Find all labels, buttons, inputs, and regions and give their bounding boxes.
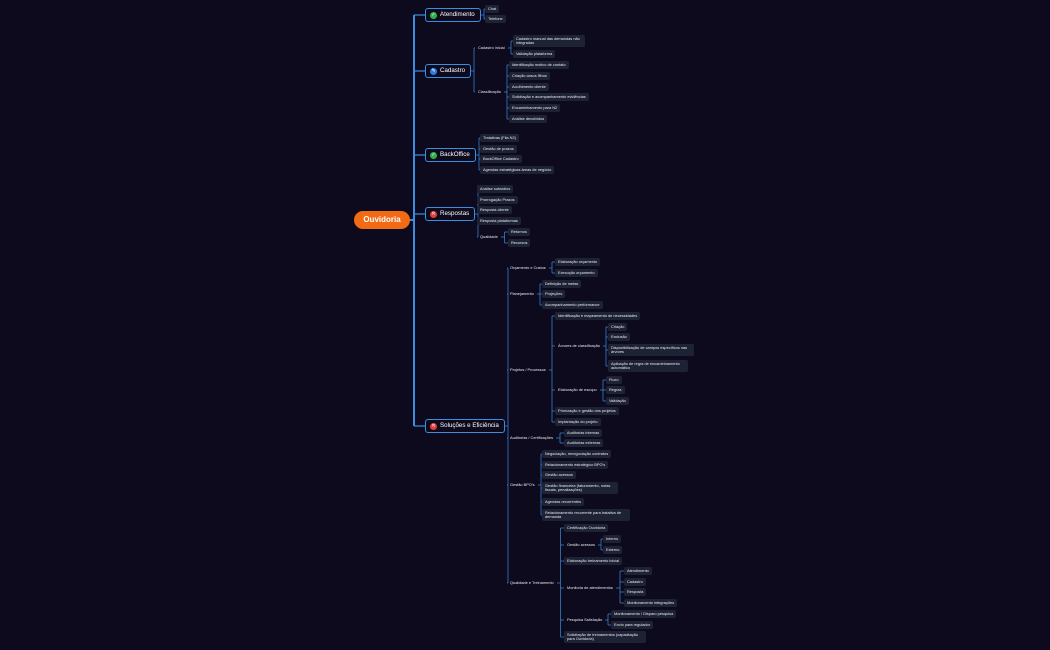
node-monitoria-atendimento[interactable]: Atendimento (624, 567, 652, 575)
node-classificacao[interactable]: Classificação (478, 88, 501, 94)
node-analise-subsidios[interactable]: Análise subsídios (477, 185, 514, 193)
node-prorrogacao-prazos[interactable]: Prorrogação Prazos (477, 196, 518, 204)
node-pesquisa-satisfacao[interactable]: Pesquisa Satisfação (567, 616, 603, 622)
node-monitoria-cadastro[interactable]: Cadastro (624, 578, 646, 586)
branch-label: BackOffice (440, 151, 470, 158)
node-execucao-orcamento[interactable]: Execução orçamento (555, 269, 598, 277)
branch-label: Respostas (440, 210, 470, 217)
check-icon: ✓ (430, 151, 437, 159)
node-relacionamento-estrategico[interactable]: Relacionamento estratégico BPO's (542, 461, 609, 469)
node-encaminhamento-n2[interactable]: Encaminhamento para N2 (509, 104, 561, 112)
branch-label: Cadastro (440, 67, 466, 74)
node-acolhimento[interactable]: Acolhimento cliente (509, 83, 549, 91)
node-resposta-cliente[interactable]: Resposta cliente (477, 206, 512, 214)
node-criacao-casos[interactable]: Criação casos filhos (509, 72, 550, 80)
node-definicao-metas[interactable]: Definição de metas (542, 280, 582, 288)
node-gestao-financeira[interactable]: Gestão financeira (faturamento, notas fi… (542, 482, 618, 495)
cancel-icon: ✕ (430, 210, 437, 218)
node-resposta-plataformas[interactable]: Resposta plataformas (477, 217, 521, 225)
node-retornos[interactable]: Retornos (508, 228, 530, 236)
node-agendas-estrategicas[interactable]: Agendas estratégicas áreas de negócio (480, 166, 555, 174)
node-externo[interactable]: Externo (603, 546, 623, 554)
node-elaboracao-escopo[interactable]: Elaboração de escopo (558, 386, 597, 392)
node-identificacao-motivo[interactable]: Identificação motivo de contato (509, 61, 569, 69)
node-gestao-bpos[interactable]: Gestão BPO's (510, 481, 535, 487)
node-solicitacao-evidencias[interactable]: Solicitação e acompanhamento evidências (509, 93, 589, 101)
branch-respostas[interactable]: ✕Respostas (425, 207, 476, 221)
node-chat[interactable]: Chat (485, 5, 500, 13)
cancel-icon: ✕ (430, 422, 437, 430)
node-elaboracao-treinamento[interactable]: Elaboração treinamento inicial (564, 557, 623, 565)
node-auditorias-certificacoes[interactable]: Auditorias / Certificações (510, 434, 554, 440)
check-icon: ✓ (430, 11, 437, 19)
node-envio-regulador[interactable]: Envio para regulador (611, 621, 654, 629)
node-monitoramento-integracoes[interactable]: Monitoramento integrações (624, 599, 678, 607)
node-backoffice-cadastro[interactable]: BackOffice Cadastro (480, 155, 522, 163)
node-identificacao-necessidades[interactable]: Identificação e mapeamento de necessidad… (555, 312, 641, 320)
branch-label: Soluções e Eficiência (440, 422, 499, 429)
node-negociacao-contratos[interactable]: Negociação, renegociação contratos (542, 450, 612, 458)
node-exclusao[interactable]: Exclusão (608, 333, 630, 341)
node-auditorias-internas[interactable]: Auditorias internas (564, 429, 603, 437)
node-auditorias-externas[interactable]: Auditorias externas (564, 439, 604, 447)
node-gestao-prazos[interactable]: Gestão de prazos (480, 145, 517, 153)
node-telefone[interactable]: Telefone (485, 15, 506, 23)
node-gestao-acessos[interactable]: Gestão acessos (567, 541, 595, 547)
node-validacao-plataforma[interactable]: Validação plataforma (513, 50, 556, 58)
node-arvores-classificacao[interactable]: Árvores de classificação (558, 342, 600, 348)
node-agendas-recorrentes[interactable]: Agendas recorrentes (542, 498, 585, 506)
node-cadastro-manual[interactable]: Cadastro manual das demandas não integra… (513, 35, 585, 48)
node-disparo-pesquisa[interactable]: Monitoramento / Disparo pesquisa (611, 610, 677, 618)
node-priorizacao-projetos[interactable]: Priorização e gestão dos projetos (555, 407, 619, 415)
branch-label: Atendimento (440, 11, 475, 18)
node-certificacao-ouvidoria[interactable]: Certificação Ouvidoria (564, 524, 609, 532)
node-gestao-acessos-bpo[interactable]: Gestão acessos (542, 471, 576, 479)
node-projecoes[interactable]: Projeções (542, 290, 566, 298)
node-implantacao-projeto[interactable]: Implantação do projeto (555, 418, 601, 426)
node-analise-devolvidos[interactable]: Análise devolvidos (509, 115, 548, 123)
node-regras[interactable]: Regras (606, 386, 625, 394)
node-projetos-processos[interactable]: Projetos / Processos (510, 366, 546, 372)
node-cadastro-inicial[interactable]: Cadastro inicial (478, 44, 505, 50)
node-qualidade-treinamento[interactable]: Qualidade e Treinamento (510, 579, 554, 585)
pencil-icon: ✎ (430, 67, 437, 75)
node-monitoria-atendimentos[interactable]: Monitoria de atendimentos (567, 584, 613, 590)
branch-backoffice[interactable]: ✓BackOffice (425, 148, 476, 162)
node-solicitacao-treinamentos[interactable]: Solicitação de treinamentos (capacitação… (564, 631, 646, 644)
node-regra-encaminhamento[interactable]: Aplicação de regra de encaminhamento aut… (608, 360, 688, 373)
node-planejamento[interactable]: Planejamento (510, 290, 534, 296)
node-recursos[interactable]: Recursos (508, 239, 531, 247)
node-fluxo[interactable]: Fluxo (606, 376, 622, 384)
node-monitoria-resposta[interactable]: Resposta (624, 588, 647, 596)
node-relacionamento-recorrente[interactable]: Relacionamento recorrente para tratativa… (542, 509, 630, 522)
root-node-ouvidoria[interactable]: Ouvidoria (354, 211, 410, 229)
branch-atendimento[interactable]: ✓Atendimento (425, 8, 481, 22)
node-orcamento-custos[interactable]: Orçamento e Custos (510, 264, 546, 270)
node-interno[interactable]: Interno (603, 535, 622, 543)
branch-cadastro[interactable]: ✎Cadastro (425, 64, 472, 78)
node-acompanhamento-performance[interactable]: Acompanhamento performance (542, 301, 603, 309)
node-tratativas[interactable]: Tratativas (Fila N2) (480, 134, 519, 142)
node-criacao[interactable]: Criação (608, 323, 628, 331)
node-qualidade[interactable]: Qualidade (480, 233, 498, 239)
node-elaboracao-orcamento[interactable]: Elaboração orçamento (555, 258, 601, 266)
node-validacao[interactable]: Validação (606, 397, 629, 405)
branch-solucoes-eficiencia[interactable]: ✕Soluções e Eficiência (425, 419, 505, 433)
node-disponibilizacao-campos[interactable]: Disponibilização de campos específicos n… (608, 344, 694, 357)
